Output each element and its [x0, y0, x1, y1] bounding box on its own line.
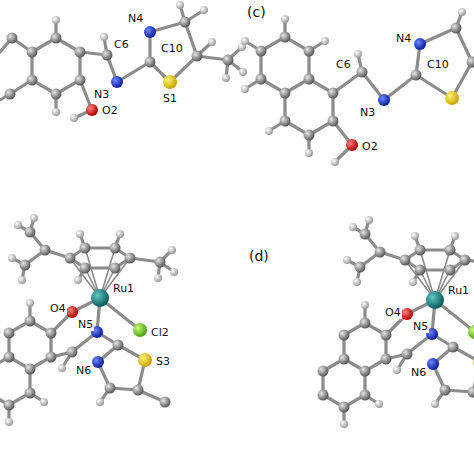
atom-label: O4	[49, 302, 67, 315]
atom-label: N6	[410, 366, 427, 379]
atom-label: N3	[359, 106, 376, 119]
ruthenium-complex	[0, 214, 178, 426]
ligand-molecule-c	[241, 8, 474, 166]
atom-label: C6	[113, 38, 130, 51]
panel-label: (c)	[246, 4, 267, 20]
atom-label: N3	[93, 88, 110, 101]
ligand-molecule-a	[0, 1, 247, 122]
atom-label: Ru1	[447, 284, 470, 297]
atom-label: N5	[412, 320, 429, 333]
atom-label: O4	[384, 306, 402, 319]
atom-label: C6	[335, 58, 352, 71]
atom-label: N5	[77, 318, 94, 331]
atom-label: S1	[162, 92, 178, 105]
atom-label: N4	[395, 32, 412, 45]
atom-label: Ru1	[112, 282, 135, 295]
atom-label: C10	[160, 42, 184, 55]
atom-label: C10	[426, 58, 450, 71]
atom-label: N6	[75, 364, 92, 377]
ruthenium-complex	[318, 216, 474, 428]
atom-label: Cl2	[150, 326, 170, 339]
panel-label: (d)	[248, 248, 270, 264]
atom-label: O2	[361, 140, 379, 153]
atom-label: N4	[127, 12, 144, 25]
atom-label: S3	[155, 355, 171, 368]
atom-label: O2	[101, 104, 119, 117]
